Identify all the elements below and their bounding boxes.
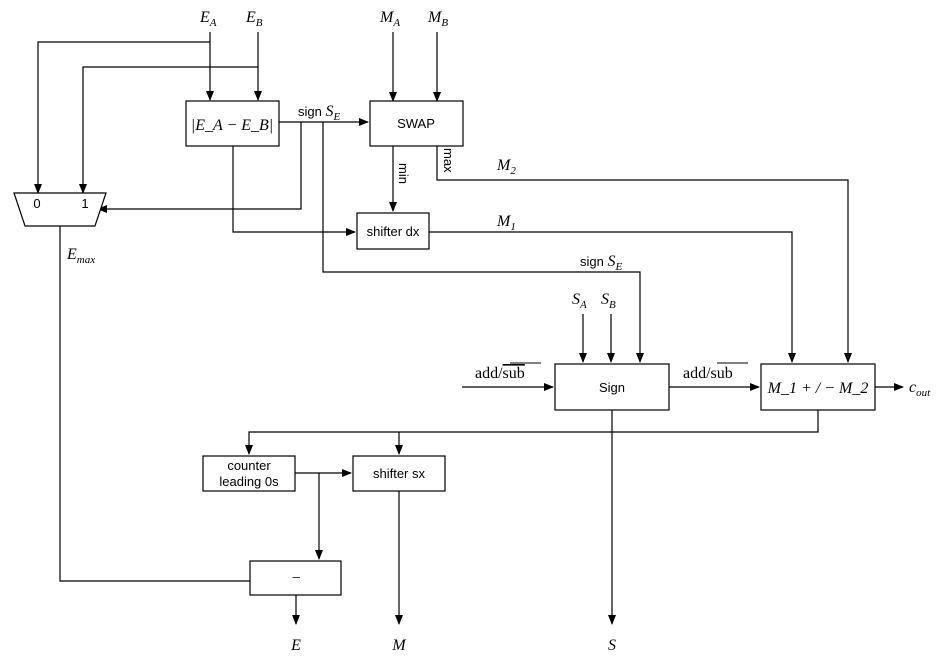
input-mb-label: MB xyxy=(427,9,448,29)
signal-m2-label: M2 xyxy=(496,157,516,177)
signal-add-sub-mid-label: add/sub xyxy=(683,365,733,382)
sign-block-label: Sign xyxy=(599,380,625,395)
counter-label-line2: leading 0s xyxy=(219,474,279,489)
abs-diff-block xyxy=(185,100,280,147)
output-m-label: M xyxy=(391,637,407,654)
input-sb-label: SB xyxy=(601,291,616,311)
subtractor-label: − xyxy=(291,570,302,587)
mux-input-1-label: 1 xyxy=(81,196,88,211)
mux-input-0-label: 0 xyxy=(33,196,40,211)
wire-sign-se-to-sign xyxy=(322,122,644,363)
wires-mantissa-inputs xyxy=(389,32,441,102)
signal-sign-se-bottom: sign SE xyxy=(580,253,622,273)
swap-label: SWAP xyxy=(397,116,435,131)
abs-diff-label: |E_A − E_B| xyxy=(191,117,273,134)
wire-adder-to-counter xyxy=(245,410,819,455)
output-e-label: E xyxy=(290,637,301,654)
exponent-mux xyxy=(13,192,107,227)
signal-emax-label: Emax xyxy=(66,246,95,266)
signal-m1-label: M1 xyxy=(496,213,516,233)
input-ma-label: MA xyxy=(379,9,400,29)
wire-shifter-dx-m1 xyxy=(429,231,796,363)
shifter-sx-block xyxy=(352,455,446,492)
input-sa-label: SA xyxy=(572,291,587,311)
input-ea-label: EA xyxy=(199,9,217,29)
swap-block xyxy=(369,100,464,147)
counter-label-line1: counter xyxy=(227,458,271,473)
signal-max-label: max xyxy=(441,148,456,173)
shifter-sx-label: shifter sx xyxy=(373,466,426,481)
adder-block-label: M_1 + / − M_2 xyxy=(767,380,869,397)
input-eb-label: EB xyxy=(245,9,263,29)
signal-min-label: min xyxy=(396,163,411,184)
wire-absdiff-to-shifter-dx xyxy=(232,146,356,236)
wire-emax-to-subtractor xyxy=(59,226,250,582)
signal-sign-se-top: sign SE xyxy=(298,103,340,123)
wire-sign-se-to-mux xyxy=(97,122,302,213)
signal-cout-label: cout xyxy=(909,379,931,399)
signal-add-sub-input-label: add/sub xyxy=(475,365,525,382)
counter-leading-zeros-block xyxy=(202,455,296,492)
shifter-dx-block xyxy=(356,212,430,250)
wires-exponent-inputs xyxy=(34,32,262,194)
shifter-dx-label: shifter dx xyxy=(367,224,420,239)
wire-swap-max-m2 xyxy=(436,146,852,363)
subtractor-block xyxy=(249,560,342,596)
output-s-label: S xyxy=(608,637,616,654)
